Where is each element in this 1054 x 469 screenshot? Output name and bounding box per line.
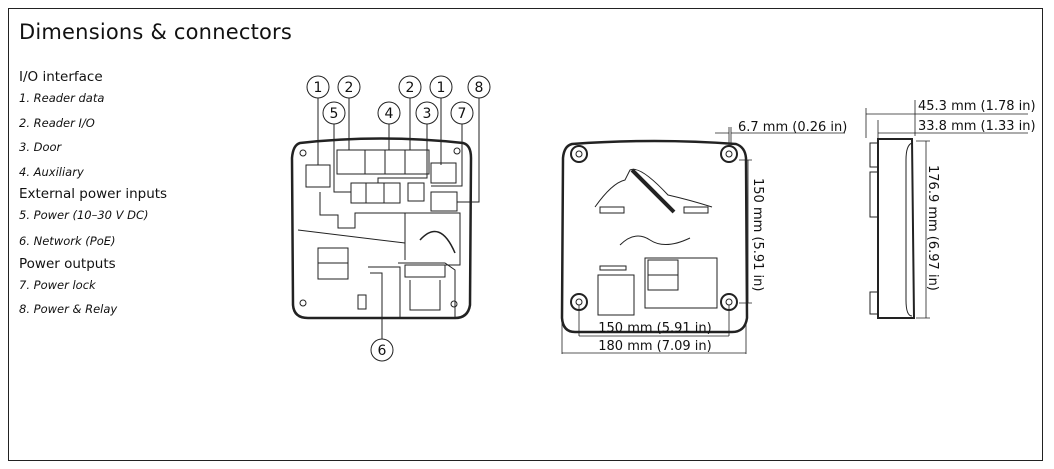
dim-depth-total: 45.3 mm (1.78 in)	[918, 99, 1036, 114]
legend-item: 2. Reader I/O	[19, 116, 95, 130]
callout-number: 2	[345, 80, 354, 96]
callout-number: 3	[423, 106, 432, 122]
callout-circle	[415, 101, 439, 125]
side-view	[869, 138, 916, 319]
dimension-lines	[561, 100, 1028, 354]
page-frame	[8, 8, 1043, 461]
callout-circle	[370, 338, 394, 362]
dim-hole-spacing-vertical: 150 mm (5.91 in)	[750, 178, 765, 291]
callout-circle	[337, 75, 361, 99]
legend-item: 5. Power (10–30 V DC)	[19, 208, 149, 222]
callout-number: 2	[406, 80, 415, 96]
callout-number: 1	[437, 80, 446, 96]
callout-number: 6	[378, 343, 387, 359]
section-heading-io: I/O interface	[19, 69, 103, 85]
dim-height: 176.9 mm (6.97 in)	[925, 165, 940, 291]
callout-circle	[450, 101, 474, 125]
dimension-labels: 6.7 mm (0.26 in) 150 mm (5.91 in) 150 mm…	[598, 99, 1035, 354]
page-title: Dimensions & connectors	[19, 20, 293, 44]
callout-circle	[398, 75, 422, 99]
back-view	[560, 139, 749, 334]
callout-number: 7	[458, 106, 467, 122]
callout-number: 5	[330, 106, 339, 122]
callout-number: 1	[314, 80, 323, 96]
callout-circle	[377, 101, 401, 125]
legend-item: 6. Network (PoE)	[19, 234, 116, 248]
callout-circle	[322, 101, 346, 125]
legend-item: 4. Auxiliary	[19, 165, 84, 179]
section-heading-power-inputs: External power inputs	[19, 186, 168, 202]
dim-hole-offset: 6.7 mm (0.26 in)	[738, 120, 847, 135]
dim-hole-spacing-horizontal: 150 mm (5.91 in)	[598, 321, 711, 336]
legend-item: 3. Door	[19, 140, 62, 154]
callouts: 1 2 2 1 8 5 4 3 7 6	[306, 75, 491, 362]
callout-number: 8	[475, 80, 484, 96]
callout-circle	[306, 75, 330, 99]
legend-item: 8. Power & Relay	[19, 302, 118, 316]
legend-item: 1. Reader data	[19, 91, 105, 105]
section-heading-power-outputs: Power outputs	[19, 256, 116, 272]
callout-circle	[429, 75, 453, 99]
callout-circle	[467, 75, 491, 99]
legend-item: 7. Power lock	[19, 278, 96, 292]
callout-number: 4	[385, 106, 394, 122]
dim-depth-body: 33.8 mm (1.33 in)	[918, 119, 1036, 134]
front-view-open	[290, 98, 480, 339]
dim-width: 180 mm (7.09 in)	[598, 339, 711, 354]
